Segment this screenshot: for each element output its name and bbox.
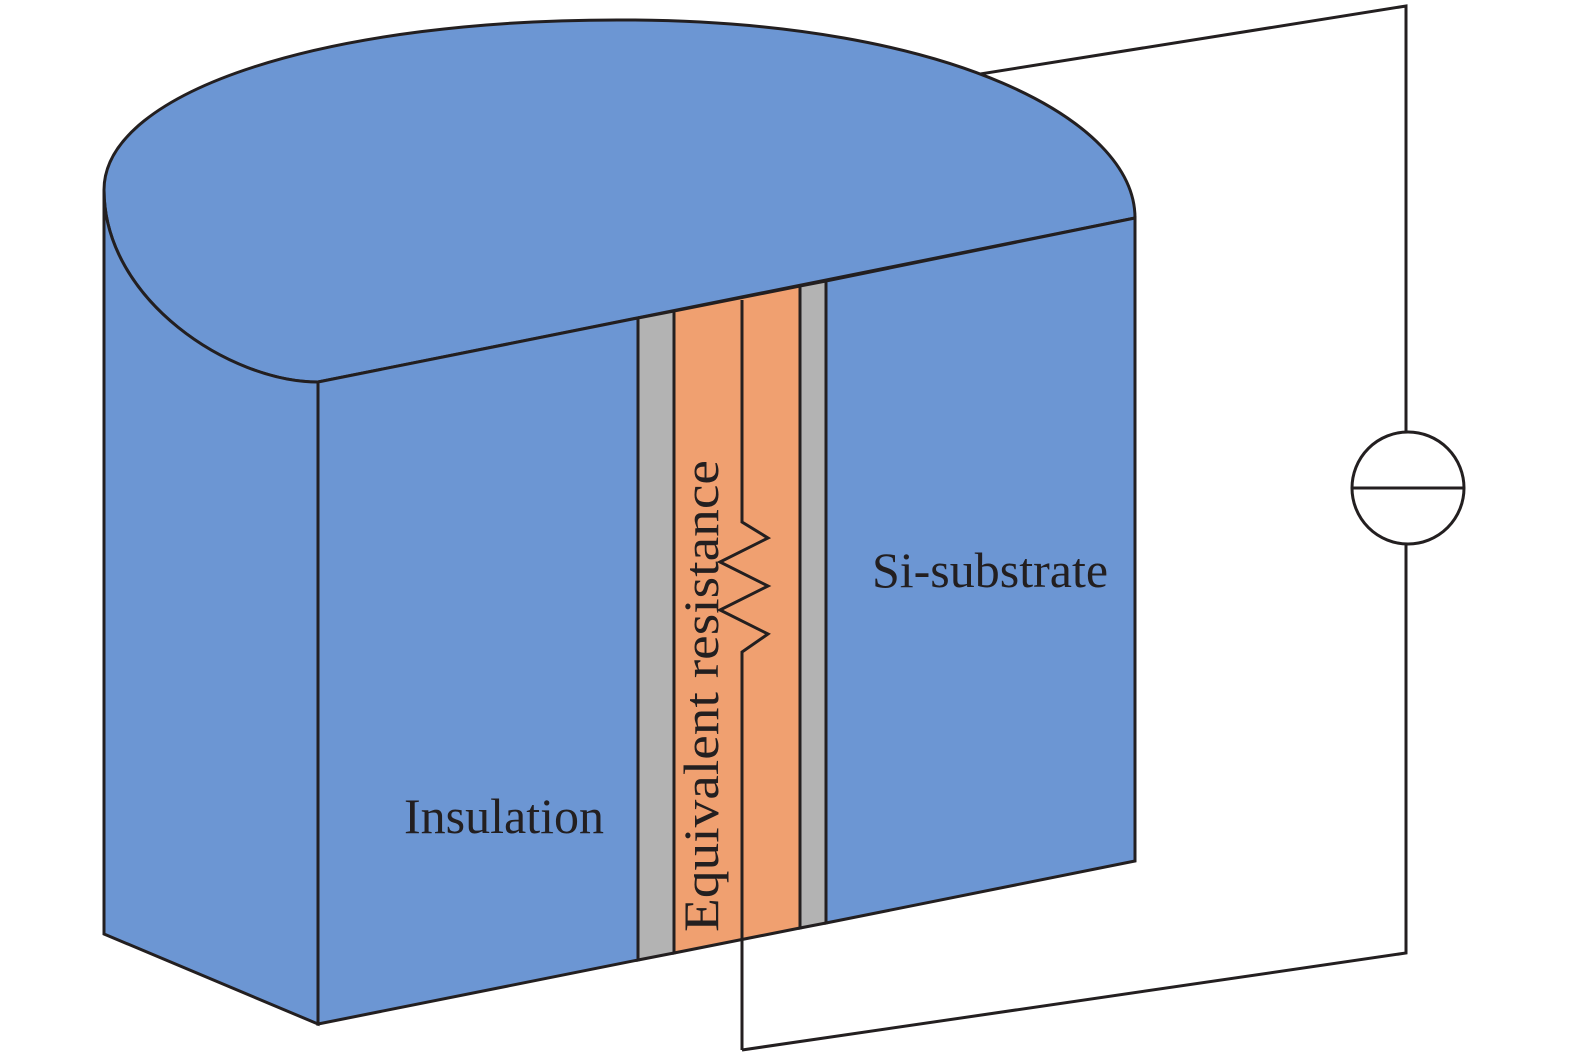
current-source-icon <box>1350 430 1466 546</box>
left-liner <box>636 309 676 962</box>
si-substrate-region <box>824 216 1137 925</box>
insulation-region <box>316 316 640 1026</box>
insulation-label: Insulation <box>404 788 604 844</box>
right-liner <box>798 279 828 930</box>
resistor-zigzag-icon <box>716 300 772 1050</box>
circuit-wire-bottom <box>741 545 1408 1052</box>
si-substrate-label: Si-substrate <box>872 542 1108 598</box>
equivalent-resistance-label: Equivalent resistance <box>673 460 729 932</box>
